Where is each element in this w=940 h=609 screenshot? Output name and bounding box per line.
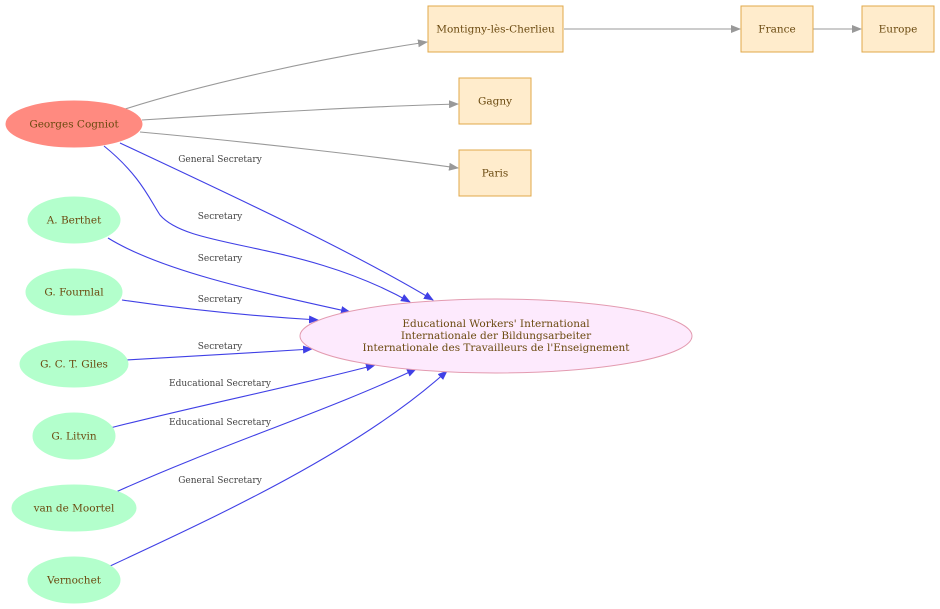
node-g-c-t-giles[interactable]: G. C. T. Giles [19, 340, 129, 388]
place-nodes: Montigny-lès-Cherlieu Gagny Paris France… [427, 5, 935, 197]
edge-label-cogniot-general: General Secretary [178, 155, 262, 165]
edge-vernochet-org [107, 370, 448, 568]
node-label: Montigny-lès-Cherlieu [436, 24, 555, 36]
edge-litvin-org [109, 363, 376, 429]
node-label: Europe [879, 24, 918, 36]
edge-label-giles: Secretary [198, 342, 243, 352]
node-label: Paris [482, 168, 509, 180]
node-europe[interactable]: Europe [861, 5, 935, 53]
edge-cogniot-montigny [121, 39, 428, 111]
edge-label-moortel: Educational Secretary [169, 418, 272, 428]
node-paris[interactable]: Paris [458, 149, 532, 197]
role-edges [103, 142, 448, 568]
node-label: G. C. T. Giles [40, 359, 108, 371]
node-label: France [758, 24, 795, 36]
edge-label-berthet: Secretary [198, 254, 243, 264]
edge-cogniot-org-general [119, 142, 434, 301]
person-nodes: Georges Cogniot A. Berthet G. Fournlal G… [5, 100, 143, 604]
edge-berthet-org [107, 237, 351, 314]
node-g-litvin[interactable]: G. Litvin [32, 412, 116, 460]
node-label: G. Litvin [51, 431, 97, 443]
org-name-english: Educational Workers' International [402, 318, 590, 330]
node-educational-workers-international[interactable]: Educational Workers' International Inter… [299, 298, 693, 374]
node-label: A. Berthet [46, 215, 102, 227]
node-georges-cogniot[interactable]: Georges Cogniot [5, 100, 143, 148]
edge-fournial-org [121, 299, 319, 324]
org-name-german: Internationale der Bildungsarbeiter [401, 330, 592, 342]
edge-moortel-org [115, 368, 417, 493]
edge-giles-org [125, 345, 313, 361]
edge-label-litvin: Educational Secretary [169, 379, 272, 389]
edge-labels: General Secretary Secretary Secretary Se… [169, 155, 272, 486]
node-a-berthet[interactable]: A. Berthet [27, 196, 121, 244]
node-label: van de Moortel [33, 503, 115, 515]
node-gagny[interactable]: Gagny [458, 77, 532, 125]
node-montigny-les-cherlieu[interactable]: Montigny-lès-Cherlieu [427, 5, 564, 53]
edge-label-fournial: Secretary [198, 295, 243, 305]
node-g-fournial[interactable]: G. Fournlal [25, 268, 123, 316]
place-edges [121, 25, 862, 171]
node-van-de-moortel[interactable]: van de Moortel [11, 484, 137, 532]
node-vernochet[interactable]: Vernochet [27, 556, 121, 604]
node-label: G. Fournlal [44, 287, 104, 299]
edge-cogniot-org-secretary [103, 145, 411, 303]
node-france[interactable]: France [740, 5, 814, 53]
node-label: Gagny [478, 96, 512, 108]
edge-label-vernochet: General Secretary [178, 476, 262, 486]
edge-cogniot-paris [139, 131, 459, 171]
node-label: Georges Cogniot [29, 119, 119, 131]
edge-label-cogniot-secretary: Secretary [198, 212, 243, 222]
org-name-french: Internationale des Travailleurs de l'Ens… [363, 342, 631, 354]
edge-cogniot-gagny [141, 100, 459, 121]
node-label: Vernochet [46, 575, 102, 587]
